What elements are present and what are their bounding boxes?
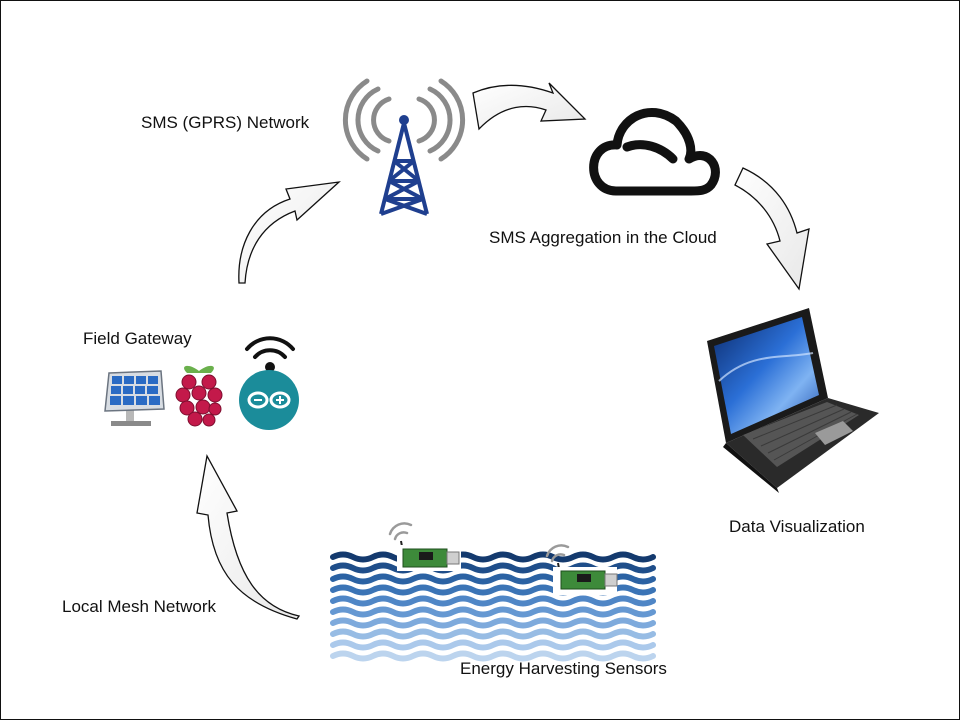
arrow-cloud-to-laptop [734, 167, 810, 291]
label-field-gateway: Field Gateway [83, 329, 192, 348]
wifi-dot [265, 362, 275, 372]
laptop-icon [707, 308, 879, 493]
water-waves [330, 551, 656, 662]
label-local-mesh: Local Mesh Network [62, 597, 217, 616]
arrow-tower-to-cloud [472, 82, 587, 131]
solar-panel-icon [104, 370, 165, 426]
arrow-gateway-to-tower [238, 181, 341, 284]
cloud-icon [589, 107, 720, 196]
wifi-icon [245, 336, 295, 359]
label-energy-sensors: Energy Harvesting Sensors [460, 659, 667, 678]
label-data-visualization: Data Visualization [729, 517, 865, 536]
sensor-board-icon [545, 544, 618, 595]
sensor-board-icon [388, 522, 461, 571]
cloud-inner-curve [622, 140, 678, 164]
raspberry-pi-icon [175, 365, 223, 427]
label-cloud-aggregation: SMS Aggregation in the Cloud [489, 228, 717, 247]
cell-tower-icon [342, 78, 466, 216]
arrow-sensors-to-mesh [196, 454, 301, 620]
arduino-icon [239, 370, 299, 430]
label-sms-network: SMS (GPRS) Network [141, 113, 310, 132]
